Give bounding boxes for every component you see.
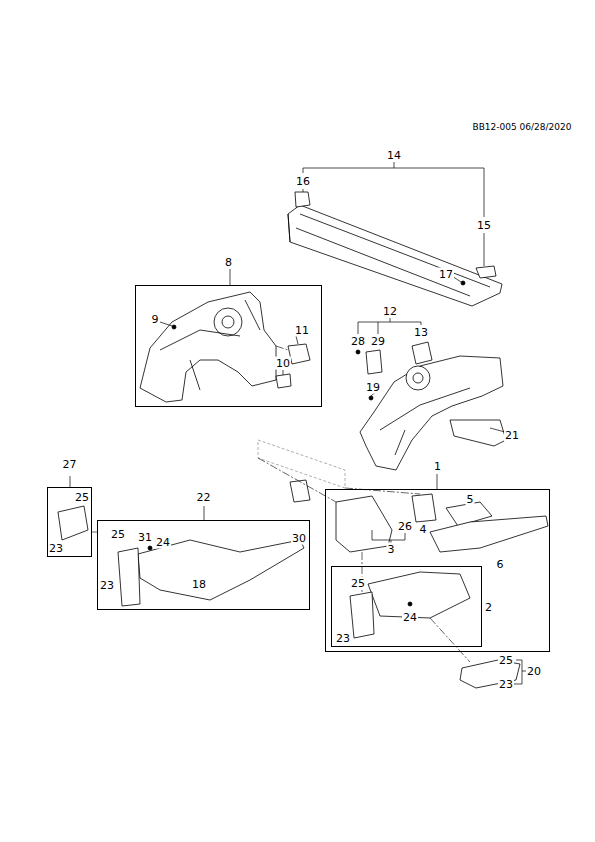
drawing-stroke xyxy=(288,344,310,364)
drawing-stroke xyxy=(360,356,503,470)
drawing-stroke xyxy=(461,281,465,285)
callout-number: 28 xyxy=(350,335,366,348)
drawing-stroke xyxy=(276,374,291,388)
drawing-stroke xyxy=(58,506,88,540)
drawing-stroke xyxy=(222,316,234,328)
drawing-id: BB12-005 06/28/2020 xyxy=(472,121,573,134)
drawing-stroke xyxy=(350,592,374,638)
callout-number: 3 xyxy=(387,543,396,556)
callout-number: 27 xyxy=(62,458,78,471)
drawing-stroke xyxy=(303,162,484,266)
callout-number: 29 xyxy=(370,335,386,348)
callout-number: 25 xyxy=(498,654,514,667)
drawing-stroke xyxy=(148,546,152,550)
callout-number: 18 xyxy=(191,578,207,591)
ghost-part xyxy=(258,440,345,488)
drawing-stroke xyxy=(118,548,140,606)
callout-number: 11 xyxy=(294,324,310,337)
drawing-stroke xyxy=(450,420,506,446)
drawing-stroke xyxy=(412,494,436,522)
callout-number: 21 xyxy=(504,429,520,442)
callout-number: 12 xyxy=(382,305,398,318)
callout-number: 20 xyxy=(526,665,542,678)
callout-number: 6 xyxy=(496,558,505,571)
drawing-stroke xyxy=(358,318,421,334)
drawing-stroke xyxy=(368,572,470,618)
callout-bracket xyxy=(70,162,527,684)
drawing-stroke xyxy=(140,292,276,402)
callout-number: 14 xyxy=(386,149,402,162)
callout-number: 17 xyxy=(438,268,454,281)
drawing-stroke xyxy=(430,516,548,552)
drawing-stroke xyxy=(214,308,242,336)
drawing-stroke xyxy=(160,276,505,432)
callout-number: 23 xyxy=(335,632,351,645)
assembly-box: 12 xyxy=(325,489,550,652)
assembly-box: 8 xyxy=(135,285,322,407)
assembly-box: 22 xyxy=(97,520,310,610)
callout-number: 9 xyxy=(151,313,160,326)
callout-number: 8 xyxy=(224,256,233,269)
callout-number: 25 xyxy=(110,528,126,541)
callout-number: 30 xyxy=(291,532,307,545)
drawing-stroke xyxy=(70,269,437,520)
drawing-stroke xyxy=(160,300,260,390)
drawing-stroke xyxy=(276,346,288,350)
callout-number: 16 xyxy=(295,175,311,188)
drawing-stroke xyxy=(406,366,430,390)
drawing-stroke xyxy=(288,205,502,306)
part-outline xyxy=(58,192,548,688)
callout-number: 25 xyxy=(350,577,366,590)
callout-number: 31 xyxy=(137,531,153,544)
callout-number: 25 xyxy=(74,491,90,504)
drawing-stroke xyxy=(288,214,490,296)
drawing-stroke xyxy=(295,192,310,207)
drawing-stroke xyxy=(172,325,176,329)
drawing-stroke xyxy=(356,350,360,354)
callout-number: 23 xyxy=(48,542,64,555)
drawing-stroke xyxy=(369,396,373,400)
callout-number: 10 xyxy=(275,357,291,370)
drawing-stroke xyxy=(412,342,432,364)
callout-number: 13 xyxy=(413,326,429,339)
callout-number: 5 xyxy=(466,493,475,506)
drawing-stroke xyxy=(290,480,310,502)
callout-number: 1 xyxy=(433,460,442,473)
callout-number: 19 xyxy=(365,381,381,394)
drawing-stroke xyxy=(413,373,423,383)
drawing-stroke xyxy=(408,602,412,606)
drawing-stroke xyxy=(430,618,470,662)
callout-number: 26 xyxy=(397,520,413,533)
drawing-stroke xyxy=(366,350,382,374)
drawing-stroke xyxy=(336,496,392,552)
callout-number: 22 xyxy=(196,491,212,504)
leader-line xyxy=(258,346,470,662)
callout-number: 23 xyxy=(498,678,514,691)
drawing-stroke xyxy=(138,540,304,600)
callout-number: 24 xyxy=(402,611,418,624)
callout-number: 4 xyxy=(419,523,428,536)
drawing-stroke xyxy=(476,266,496,278)
callout-number: 2 xyxy=(484,600,493,613)
callout-number: 24 xyxy=(155,536,171,549)
callout-number: 15 xyxy=(476,219,492,232)
callout-number: 23 xyxy=(99,579,115,592)
